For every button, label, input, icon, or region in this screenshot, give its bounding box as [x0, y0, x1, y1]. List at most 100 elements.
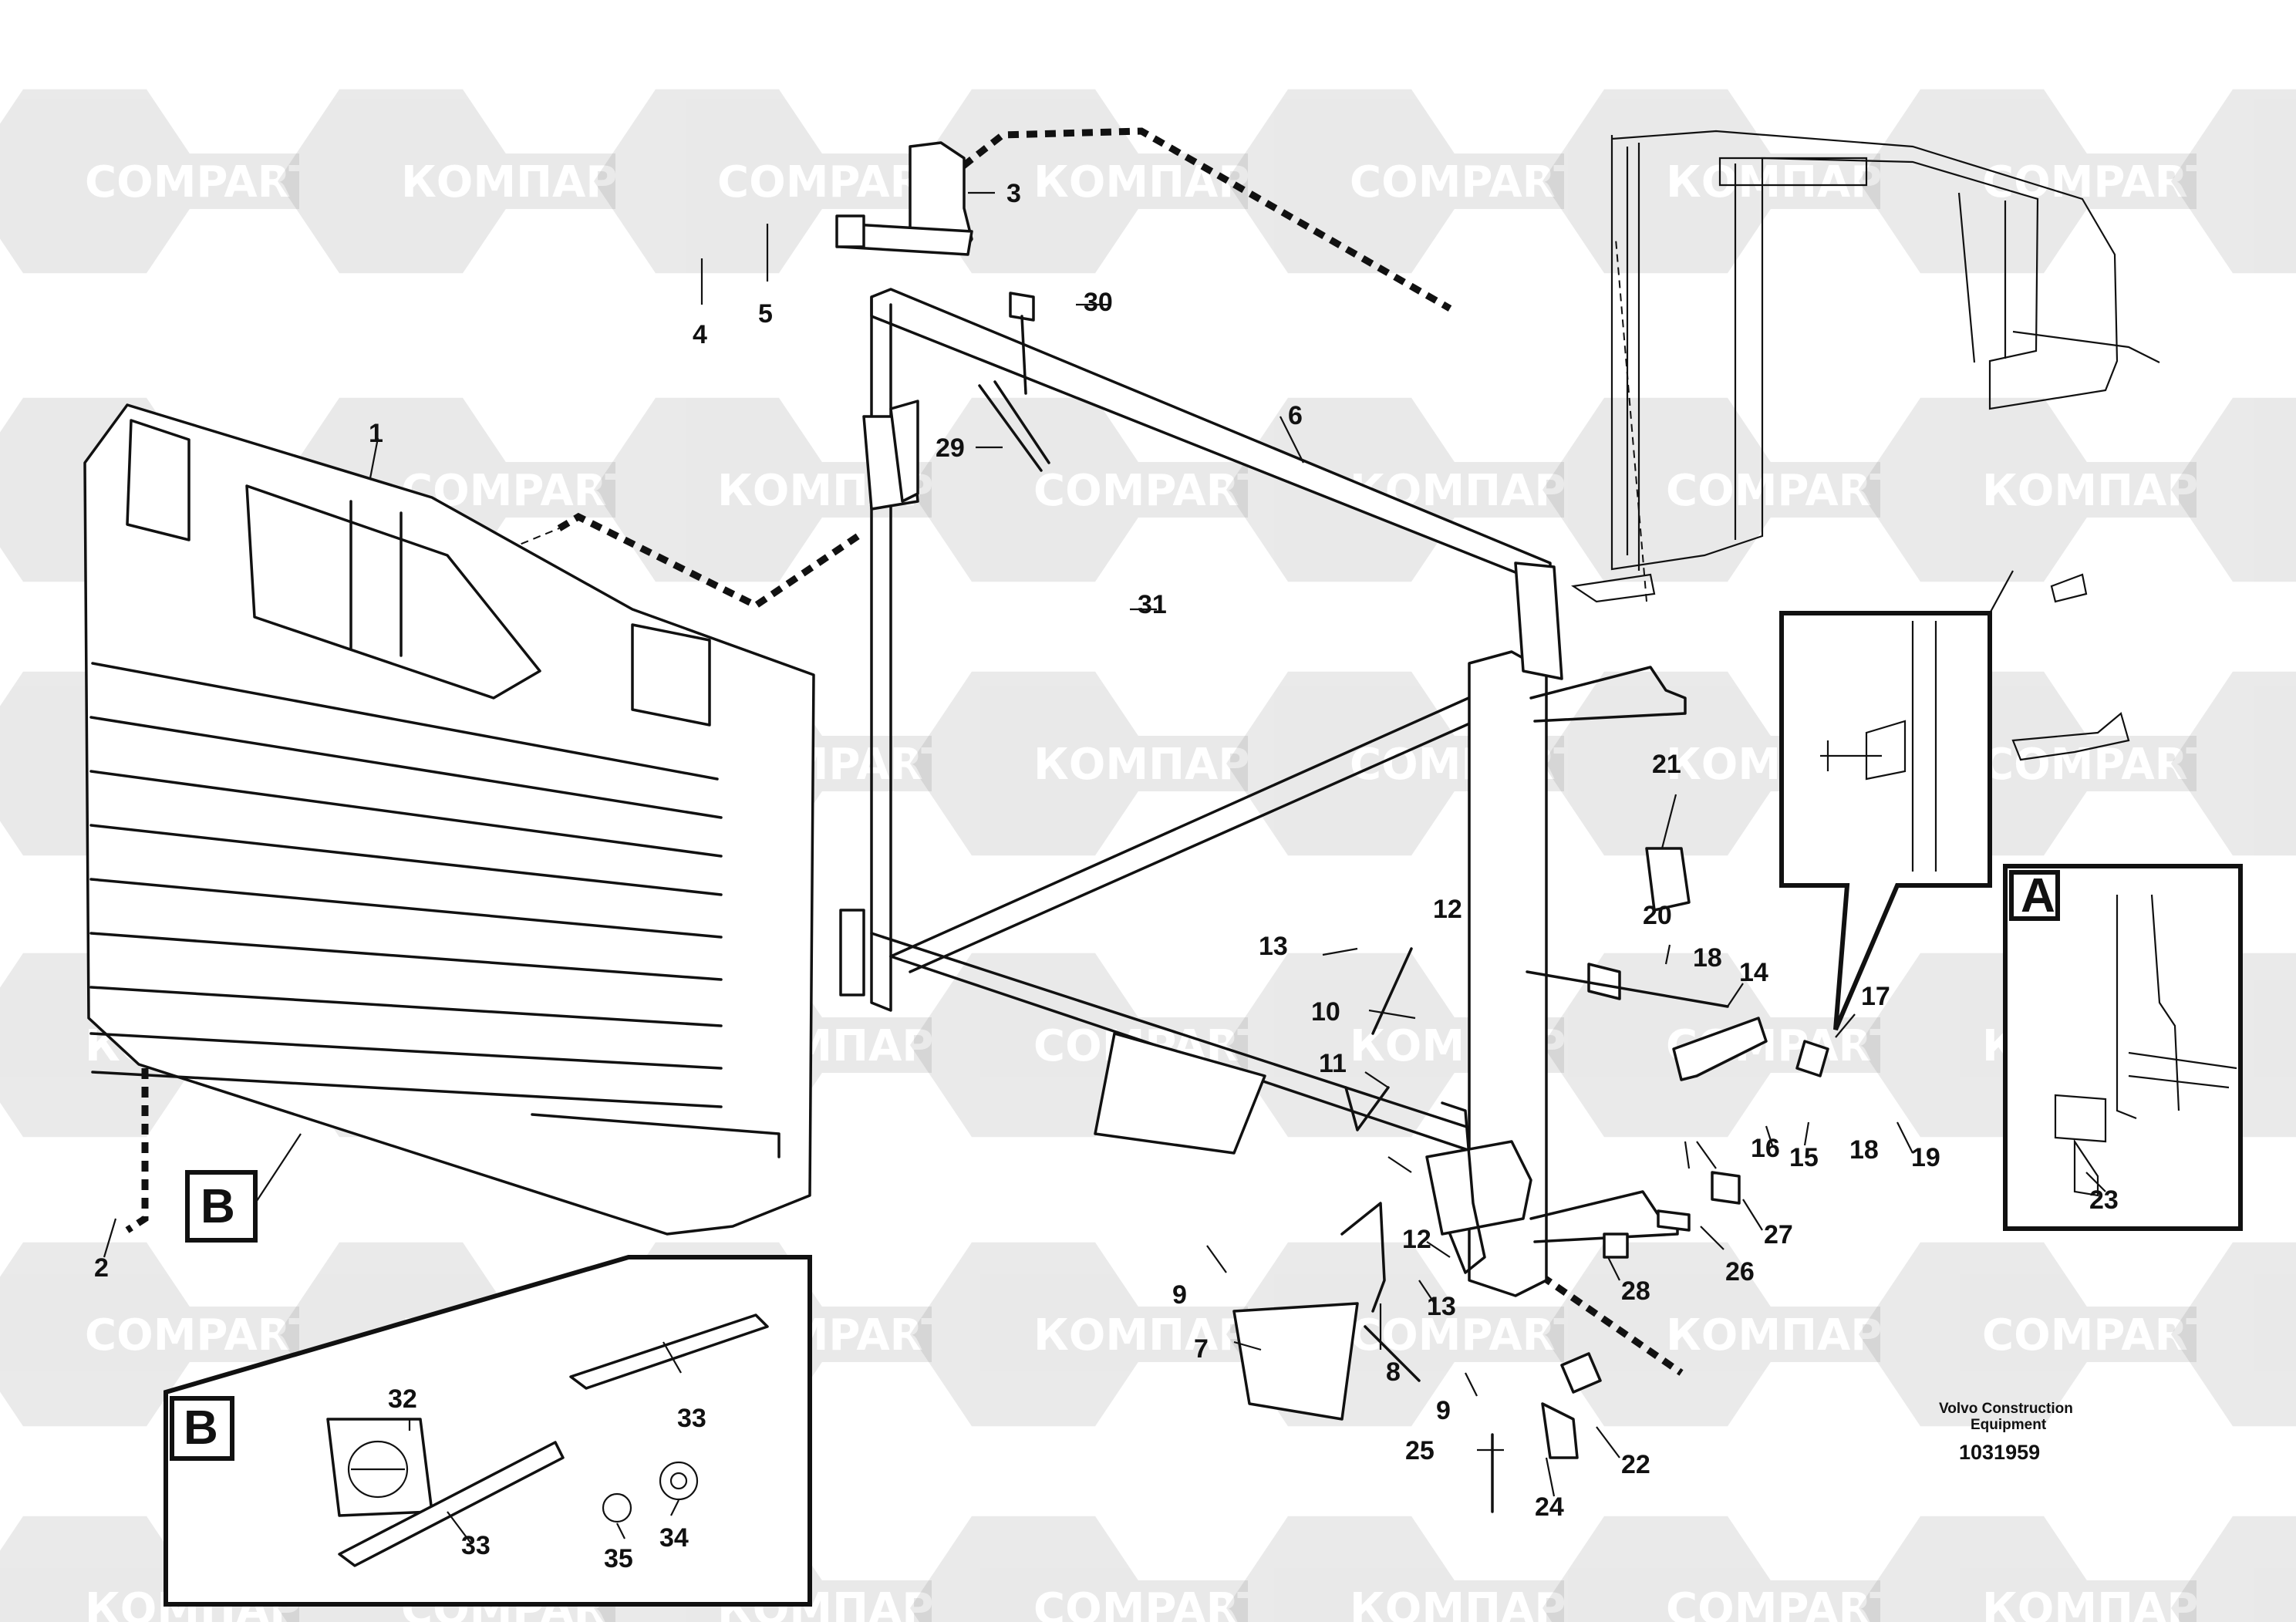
callout-label-12b: 12 [1402, 1225, 1431, 1254]
watermark-text: COMPART [1982, 1310, 2215, 1361]
watermark-text: COMPART [1350, 1310, 1583, 1361]
maker-line-1: Volvo Construction [1939, 1401, 2073, 1417]
watermark-tile: КОМПАРТ [1226, 953, 1596, 1138]
detail-box-b [164, 1255, 812, 1607]
watermark-tile: КОМПАРТ [910, 89, 1279, 274]
watermark-tile: COMPART [0, 1242, 318, 1427]
watermark-text: КОМПАРТ [1350, 1584, 1596, 1622]
watermark-text: COMPART [1982, 740, 2215, 790]
hood-frame [1571, 130, 2160, 761]
watermark-text: КОМПАРТ [1666, 1310, 1912, 1361]
callout-label-6: 6 [1288, 401, 1303, 430]
watermark-text: COMPART [1666, 1584, 1899, 1622]
callout-label-33a: 33 [677, 1404, 706, 1433]
watermark-tile: COMPART [1542, 397, 1899, 582]
watermark-tile: COMPART [910, 1516, 1266, 1622]
watermark-tile: COMPART [1859, 1242, 2215, 1427]
callout-label-3: 3 [1006, 179, 1021, 208]
callout-label-18b: 18 [1849, 1135, 1879, 1165]
maker-line-2: Equipment [1971, 1417, 2047, 1433]
callout-label-13a: 13 [1259, 932, 1288, 961]
watermark-text: КОМПАРТ [1033, 157, 1279, 207]
watermark-text: COMPART [2294, 1021, 2296, 1071]
watermark-text: COMPART [2294, 466, 2296, 516]
callout-label-8: 8 [1386, 1357, 1401, 1387]
callout-label-2: 2 [94, 1253, 109, 1283]
callout-label-5: 5 [758, 299, 773, 329]
callout-label-20: 20 [1643, 901, 1672, 930]
watermark-tile: КОМПАРТ [1859, 397, 2228, 582]
hinge-bracket [835, 141, 973, 256]
callout-label-15: 15 [1789, 1143, 1819, 1172]
callout-label-11: 11 [1319, 1049, 1347, 1078]
watermark-tile: КОМПАРТ [910, 1242, 1279, 1427]
watermark-tile: КОМПАРТ [910, 671, 1279, 856]
watermark-tile: COMPART [1859, 89, 2215, 274]
callout-label-9b: 9 [1436, 1396, 1451, 1425]
watermark-tile: COMPART [2171, 397, 2296, 582]
grille [83, 403, 815, 1236]
callout-label-33b: 33 [461, 1531, 491, 1560]
callout-label-26: 26 [1725, 1257, 1755, 1286]
leader-lines [103, 191, 2106, 1543]
detail-box-b-pointer [185, 1133, 302, 1243]
watermark-tile: КОМПАРТ [1226, 1516, 1596, 1622]
watermark-tile: COMPART [1542, 1516, 1899, 1622]
detail-label-b-pointer: B [201, 1180, 235, 1233]
watermark-tile: COMPART [1226, 89, 1583, 274]
callout-label-1: 1 [369, 419, 383, 448]
watermark-text: КОМПАРТ [1033, 740, 1279, 790]
watermark-tile: COMPART [2171, 1516, 2296, 1622]
linkage-parts [978, 292, 1421, 1421]
callout-label-10: 10 [1311, 997, 1340, 1027]
watermark-text: COMPART [1350, 157, 1583, 207]
callout-label-25: 25 [1405, 1436, 1435, 1465]
callout-labels: 1 2 3 4 5 6 7 8 9 9 10 11 12 12 13 13 14… [94, 179, 2119, 1573]
right-hardware [1491, 847, 1829, 1513]
watermark-tile: КОМПАРТ [1542, 89, 1912, 274]
radiator-frame [839, 288, 1687, 1297]
watermark-text: COMPART [85, 1310, 318, 1361]
callout-label-34: 34 [659, 1523, 689, 1553]
watermark-text: КОМПАРТ [1982, 466, 2228, 516]
watermark-tile: COMPART [0, 89, 318, 274]
box-letters: A B B [184, 869, 2055, 1455]
callout-label-28: 28 [1621, 1276, 1650, 1306]
drawing-number: 1031959 [1959, 1441, 2040, 1464]
watermark-text: КОМПАРТ [2294, 740, 2296, 790]
callout-label-29: 29 [936, 433, 965, 463]
watermark-text: COMPART [1666, 466, 1899, 516]
callout-label-30: 30 [1084, 288, 1113, 317]
watermark-tile: КОМПАРТ [2171, 671, 2296, 856]
callout-label-35: 35 [604, 1544, 633, 1573]
watermark-tile: COMPART [910, 397, 1266, 582]
watermark-text: КОМПАРТ [2294, 157, 2296, 207]
callout-label-16: 16 [1751, 1134, 1780, 1163]
callout-label-23: 23 [2089, 1185, 2119, 1215]
callout-label-12a: 12 [1433, 895, 1462, 924]
callout-label-14: 14 [1739, 958, 1768, 987]
watermark-text: COMPART [2294, 1584, 2296, 1622]
detail-label-a: A [2021, 869, 2055, 922]
callout-label-32: 32 [388, 1384, 417, 1414]
watermark-tile: КОМПАРТ [278, 89, 647, 274]
callout-label-19: 19 [1911, 1143, 1940, 1172]
watermark-text: КОМПАРТ [1982, 1584, 2228, 1622]
watermark-text: КОМПАРТ [1666, 157, 1912, 207]
watermark-text: COMPART [1033, 466, 1266, 516]
watermark-text: КОМПАРТ [717, 466, 963, 516]
callout-label-24: 24 [1535, 1492, 1564, 1522]
callout-label-22: 22 [1621, 1450, 1650, 1479]
watermark-text: COMPART [1982, 157, 2215, 207]
watermark-text: COMPART [85, 157, 318, 207]
callout-label-21: 21 [1652, 750, 1681, 779]
watermark-tile: КОМПАРТ [2171, 89, 2296, 274]
watermark-tile: КОМПАРТ [1226, 397, 1596, 582]
callout-label-31: 31 [1138, 590, 1167, 619]
detail-label-b: B [184, 1401, 218, 1455]
watermark-text: COMPART [1033, 1584, 1266, 1622]
callout-label-9a: 9 [1172, 1280, 1187, 1310]
footer: Volvo Construction Equipment 1031959 [1939, 1401, 2073, 1464]
callout-label-17: 17 [1861, 982, 1890, 1011]
watermark-tile: КОМПАРТ [1859, 1516, 2228, 1622]
